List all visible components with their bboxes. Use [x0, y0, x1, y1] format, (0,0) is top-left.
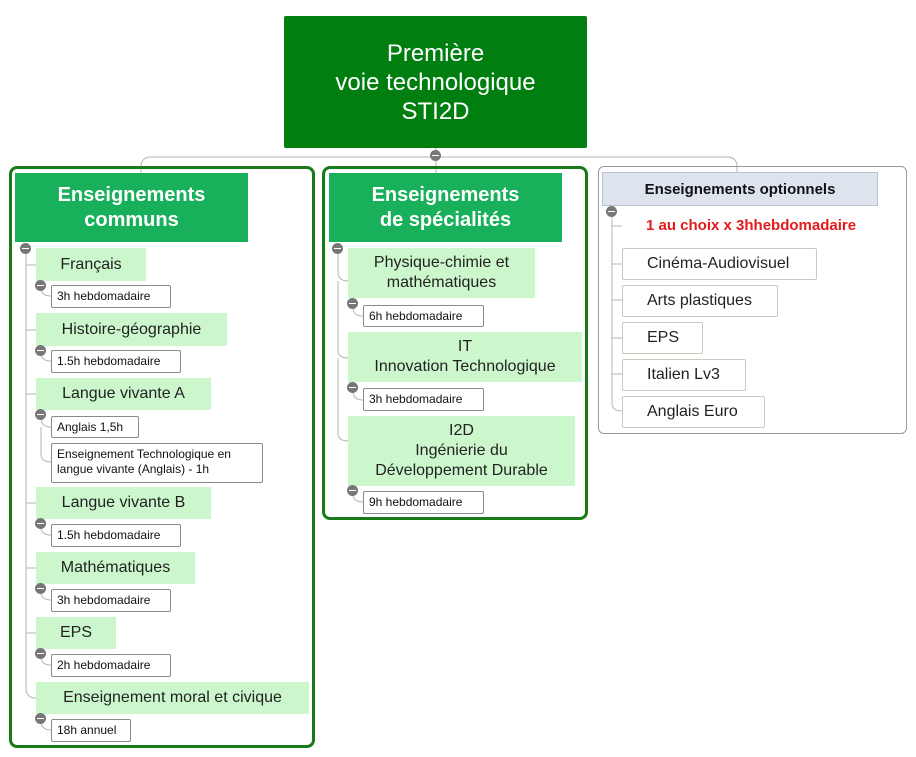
- subject-label: Histoire-géographie: [61, 320, 202, 338]
- hours-histoire-geographie[interactable]: 1.5h hebdomadaire: [51, 350, 181, 373]
- collapse-icon[interactable]: [347, 382, 358, 393]
- root-line-3: STI2D: [401, 97, 470, 125]
- hours-label: 18h annuel: [57, 723, 117, 737]
- optional-item-cinema-audiovisuel[interactable]: Cinéma-Audiovisuel: [622, 248, 817, 280]
- collapse-icon[interactable]: [606, 206, 617, 217]
- subject-enseignement-moral-civique[interactable]: Enseignement moral et civique: [36, 682, 309, 714]
- optional-item-arts-plastiques[interactable]: Arts plastiques: [622, 285, 778, 317]
- hours-label: 3h hebdomadaire: [57, 593, 151, 607]
- root-line-2: voie technologique: [335, 68, 536, 96]
- optional-item-anglais-euro[interactable]: Anglais Euro: [622, 396, 765, 428]
- common-group-frame: [9, 166, 315, 748]
- collapse-icon[interactable]: [347, 485, 358, 496]
- collapse-icon[interactable]: [35, 648, 46, 659]
- subject-langue-vivante-a[interactable]: Langue vivante A: [36, 378, 211, 410]
- optional-item-label: Italien Lv3: [647, 366, 720, 383]
- subject-i2d[interactable]: I2D Ingénierie du Développement Durable: [348, 416, 575, 486]
- speciality-group-frame: [322, 166, 588, 520]
- collapse-icon[interactable]: [20, 243, 31, 254]
- collapse-icon[interactable]: [35, 280, 46, 291]
- hours-label: 9h hebdomadaire: [369, 495, 463, 509]
- optional-group-header[interactable]: Enseignements optionnels: [602, 172, 878, 206]
- hours-label: Anglais 1,5h: [57, 419, 124, 434]
- subject-label-line: Physique-chimie et: [373, 254, 510, 271]
- collapse-icon[interactable]: [347, 298, 358, 309]
- subject-label-line: Innovation Technologique: [374, 358, 556, 375]
- root-line-1: Première: [386, 39, 485, 67]
- speciality-group-header[interactable]: Enseignements de spécialités: [329, 173, 562, 242]
- optional-title: Enseignements optionnels: [644, 180, 836, 198]
- speciality-title-line-2: de spécialités: [379, 208, 512, 231]
- subject-label: Langue vivante B: [61, 494, 186, 511]
- subject-label: Français: [60, 255, 122, 273]
- hours-label: Enseignement Technologique en langue viv…: [57, 447, 231, 476]
- hours-label: 3h hebdomadaire: [57, 289, 151, 303]
- subject-label: Mathématiques: [60, 559, 171, 576]
- optional-item-label: EPS: [647, 329, 680, 346]
- hours-label: 3h hebdomadaire: [369, 392, 463, 406]
- collapse-icon[interactable]: [35, 583, 46, 594]
- hours-label: 1.5h hebdomadaire: [57, 528, 161, 542]
- subject-francais[interactable]: Français: [36, 248, 146, 281]
- subject-label: EPS: [59, 624, 92, 641]
- subject-label-line: IT: [457, 338, 473, 355]
- subject-label-line: Ingénierie du: [415, 442, 508, 459]
- optional-item-label: Cinéma-Audiovisuel: [647, 255, 790, 272]
- collapse-icon[interactable]: [430, 150, 441, 161]
- hours-innovation-technologique[interactable]: 3h hebdomadaire: [363, 388, 484, 411]
- subject-mathematiques[interactable]: Mathématiques: [36, 552, 195, 584]
- collapse-icon[interactable]: [332, 243, 343, 254]
- optional-note: 1 au choix x 3hhebdomadaire: [646, 217, 857, 234]
- hours-physique-chimie[interactable]: 6h hebdomadaire: [363, 305, 484, 327]
- optional-item-italien-lv3[interactable]: Italien Lv3: [622, 359, 746, 391]
- subject-label-line: Développement Durable: [375, 462, 548, 479]
- subject-label-line: mathématiques: [386, 274, 497, 291]
- subject-eps[interactable]: EPS: [36, 617, 116, 649]
- hours-francais[interactable]: 3h hebdomadaire: [51, 285, 171, 308]
- common-group-header[interactable]: Enseignements communs: [15, 173, 248, 242]
- hours-langue-vivante-b[interactable]: 1.5h hebdomadaire: [51, 524, 181, 547]
- subject-label: Enseignement moral et civique: [63, 689, 282, 706]
- collapse-icon[interactable]: [35, 518, 46, 529]
- root-node[interactable]: Première voie technologique STI2D: [284, 16, 587, 148]
- optional-item-eps[interactable]: EPS: [622, 322, 703, 354]
- hours-label: 2h hebdomadaire: [57, 658, 151, 672]
- hours-mathematiques[interactable]: 3h hebdomadaire: [51, 589, 171, 612]
- hours-eps[interactable]: 2h hebdomadaire: [51, 654, 171, 677]
- subject-label: Langue vivante A: [62, 385, 185, 402]
- subject-label-line: I2D: [449, 422, 474, 439]
- common-title-line-2: communs: [84, 208, 179, 231]
- subject-histoire-geographie[interactable]: Histoire-géographie: [36, 313, 227, 346]
- hours-enseignement-moral-civique[interactable]: 18h annuel: [51, 719, 131, 742]
- optional-item-label: Arts plastiques: [647, 292, 752, 309]
- hours-anglais[interactable]: Anglais 1,5h: [51, 416, 139, 438]
- hours-enseignement-technologique-lv[interactable]: Enseignement Technologique en langue viv…: [51, 443, 263, 483]
- optional-item-label: Anglais Euro: [647, 403, 738, 420]
- collapse-icon[interactable]: [35, 345, 46, 356]
- hours-i2d[interactable]: 9h hebdomadaire: [363, 491, 484, 514]
- collapse-icon[interactable]: [35, 713, 46, 724]
- common-title-line-1: Enseignements: [57, 183, 206, 206]
- subject-physique-chimie-mathematiques[interactable]: Physique-chimie et mathématiques: [348, 248, 535, 298]
- speciality-title-line-1: Enseignements: [371, 183, 520, 206]
- subject-langue-vivante-b[interactable]: Langue vivante B: [36, 487, 211, 519]
- hours-label: 1.5h hebdomadaire: [57, 354, 161, 368]
- optional-group-frame: [598, 166, 907, 434]
- hours-label: 6h hebdomadaire: [369, 308, 463, 323]
- subject-innovation-technologique[interactable]: IT Innovation Technologique: [348, 332, 582, 382]
- collapse-icon[interactable]: [35, 409, 46, 420]
